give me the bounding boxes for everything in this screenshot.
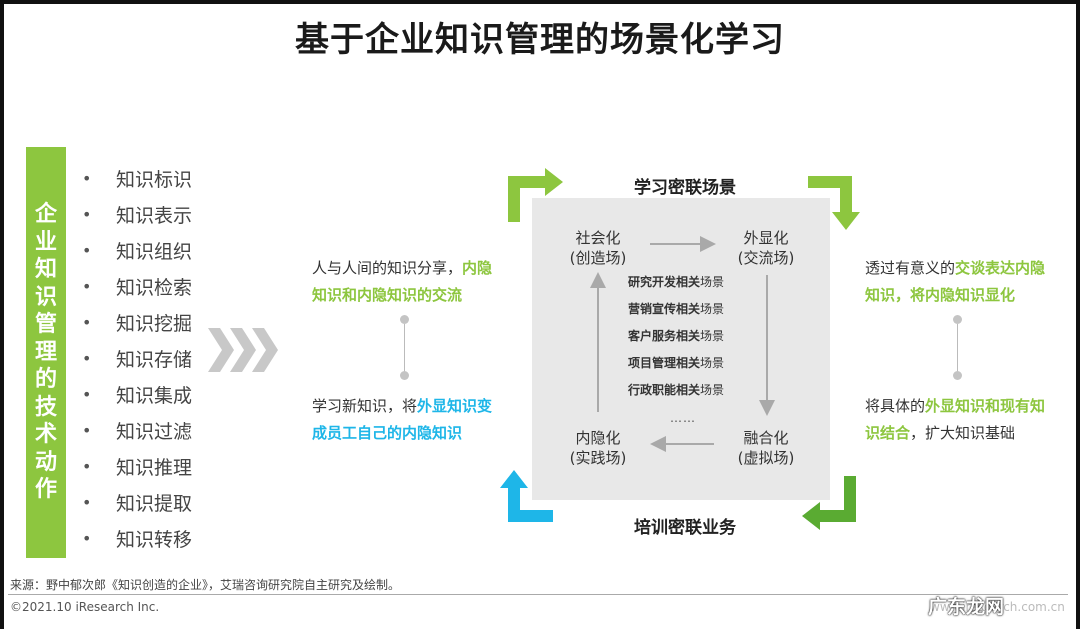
connector-dot	[953, 315, 962, 324]
list-item: • 知识过滤	[82, 412, 192, 448]
vertical-label: 企业知识管理的技术动作	[34, 202, 57, 503]
frame-top	[0, 0, 1080, 4]
bullet-icon: •	[82, 276, 92, 296]
chevron-right-icon	[208, 328, 278, 372]
scenario-item: 营销宣传相关场景	[628, 302, 725, 316]
connector-dot	[400, 371, 409, 380]
bullet-icon: •	[82, 168, 92, 188]
list-item: • 知识组织	[82, 232, 192, 268]
conversation-description: 透过有意义的交谈表达内隐知识，将内隐知识显化	[865, 259, 1046, 304]
copyright: ©2021.10 iResearch Inc.	[10, 600, 160, 614]
list-item-label: 知识检索	[116, 276, 193, 299]
list-item: • 知识存储	[82, 340, 192, 376]
bullet-icon: •	[82, 348, 92, 368]
watermark: 广东龙网	[928, 596, 1005, 618]
scenario-item: 项目管理相关场景	[628, 356, 725, 370]
list-item: • 知识推理	[82, 448, 192, 484]
list-item: • 知识表示	[82, 196, 192, 232]
frame-left	[0, 0, 4, 629]
bullet-icon: •	[82, 456, 92, 476]
corner-arrow-bottom-right-icon	[802, 476, 856, 530]
connector-line	[404, 324, 405, 372]
list-item-label: 知识提取	[116, 492, 193, 515]
bullet-icon: •	[82, 384, 92, 404]
scenario-item: 研究开发相关场景	[628, 275, 725, 289]
list-item: • 知识转移	[82, 520, 192, 556]
footer-divider	[8, 594, 1068, 595]
list-item-label: 知识挖掘	[116, 312, 193, 335]
scenario-ellipsis: ……	[670, 411, 696, 425]
node-internalization: 内隐化(实践场)	[569, 429, 627, 467]
list-item: • 知识标识	[82, 160, 192, 196]
learning-description: 学习新知识，将外显知识变成员工自己的内隐知识	[312, 397, 493, 442]
connector-dot	[953, 371, 962, 380]
bullet-icon: •	[82, 204, 92, 224]
bullet-icon: •	[82, 240, 92, 260]
list-item-label: 知识过滤	[116, 420, 193, 443]
watermark-url: www.iresearch.com.cn	[930, 600, 1065, 614]
corner-arrow-bottom-left-icon	[500, 470, 553, 522]
list-item: • 知识集成	[82, 376, 192, 412]
top-cycle-label: 学习密联场景	[634, 178, 736, 198]
source-note: 来源：野中郁次郎《知识创造的企业》，艾瑞咨询研究院自主研究及绘制。	[10, 578, 401, 592]
node-combination: 融合化(虚拟场)	[737, 429, 795, 467]
corner-arrow-top-right-icon	[808, 176, 860, 230]
sharing-description: 人与人间的知识分享，内隐知识和内隐知识的交流	[312, 259, 493, 304]
node-socialization: 社会化(创造场)	[569, 229, 627, 267]
scenario-item: 客户服务相关场景	[628, 329, 725, 343]
connector-dot	[400, 315, 409, 324]
node-externalization: 外显化(交流场)	[737, 229, 795, 267]
list-item: • 知识挖掘	[82, 304, 192, 340]
list-item-label: 知识存储	[116, 348, 193, 371]
list-item: • 知识检索	[82, 268, 192, 304]
combination-description: 将具体的外显知识和现有知识结合，扩大知识基础	[865, 397, 1046, 442]
technique-list: • 知识标识 • 知识表示 • 知识组织 • 知识检索 • 知识挖掘 • 知识存储 • 知识集…	[82, 160, 192, 556]
vertical-label-bar: 企业知识管理的技术动作	[26, 147, 66, 558]
list-item-label: 知识转移	[116, 528, 193, 551]
scenario-item: 行政职能相关场景	[628, 383, 725, 397]
bullet-icon: •	[82, 312, 92, 332]
bullet-icon: •	[82, 528, 92, 548]
bullet-icon: •	[82, 420, 92, 440]
list-item-label: 知识推理	[116, 456, 193, 479]
seci-box	[532, 198, 830, 500]
connector-line	[957, 324, 958, 372]
list-item-label: 知识表示	[116, 204, 193, 227]
list-item-label: 知识标识	[116, 168, 193, 191]
list-item-label: 知识组织	[116, 240, 193, 263]
corner-arrow-top-left-icon	[508, 168, 563, 222]
bottom-cycle-label: 培训密联业务	[634, 518, 736, 538]
list-item: • 知识提取	[82, 484, 192, 520]
frame-right	[1076, 0, 1080, 629]
page-title: 基于企业知识管理的场景化学习	[295, 20, 785, 60]
list-item-label: 知识集成	[116, 384, 193, 407]
bullet-icon: •	[82, 492, 92, 512]
